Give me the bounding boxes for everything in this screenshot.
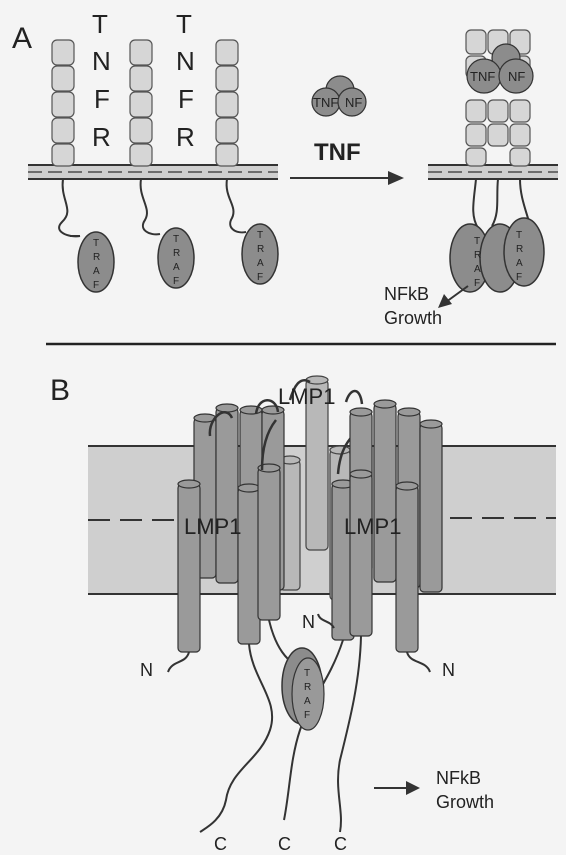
panel-b: B xyxy=(50,374,556,854)
traf-adapter: T R A F xyxy=(158,228,194,288)
c-terminus-label: C xyxy=(214,834,227,854)
svg-text:TNF: TNF xyxy=(313,95,338,110)
svg-text:R: R xyxy=(93,252,100,263)
svg-text:F: F xyxy=(93,280,99,291)
panel-b-label: B xyxy=(50,374,70,407)
output-nfkb: NFkB xyxy=(436,768,481,788)
svg-text:A: A xyxy=(257,258,264,269)
panel-a: A xyxy=(12,9,558,328)
activation-arrow xyxy=(290,171,404,185)
svg-text:F: F xyxy=(474,278,480,289)
membrane-right xyxy=(428,165,558,179)
svg-text:A: A xyxy=(304,696,311,707)
svg-text:R: R xyxy=(92,122,111,152)
svg-text:R: R xyxy=(516,244,523,255)
svg-text:T: T xyxy=(516,230,522,241)
svg-text:A: A xyxy=(93,266,100,277)
svg-text:R: R xyxy=(173,248,180,259)
membrane-left xyxy=(28,165,278,179)
svg-text:R: R xyxy=(176,122,195,152)
svg-text:F: F xyxy=(304,710,310,721)
svg-text:T: T xyxy=(176,9,192,39)
svg-text:T: T xyxy=(92,9,108,39)
output-arrow xyxy=(438,286,468,308)
c-terminus-label: C xyxy=(278,834,291,854)
bound-traf-trimer: T R A F T R A F xyxy=(450,218,544,292)
svg-text:F: F xyxy=(516,272,522,283)
tnf-receptor xyxy=(52,40,80,236)
svg-text:R: R xyxy=(304,682,311,693)
lmp1-label-left: LMP1 xyxy=(184,514,241,539)
svg-text:T: T xyxy=(93,238,99,249)
tnfr-label: T N F R xyxy=(92,9,111,152)
svg-text:R: R xyxy=(474,250,481,261)
svg-text:A: A xyxy=(173,262,180,273)
svg-text:T: T xyxy=(257,230,263,241)
svg-text:T: T xyxy=(304,668,310,679)
svg-text:TNF: TNF xyxy=(470,69,495,84)
traf-adapter: T R A F xyxy=(242,224,278,284)
svg-text:T: T xyxy=(474,236,480,247)
tnf-trimer: TNF NF xyxy=(312,76,366,116)
svg-text:T: T xyxy=(173,234,179,245)
traf-adapter: T R A F xyxy=(282,648,324,730)
c-terminus-tails xyxy=(200,620,361,832)
panel-a-label: A xyxy=(12,22,32,55)
svg-text:A: A xyxy=(516,258,523,269)
svg-text:NF: NF xyxy=(345,95,362,110)
tnf-receptor xyxy=(130,40,160,234)
output-nfkb: NFkB xyxy=(384,284,429,304)
lmp1-label-top: LMP1 xyxy=(278,384,335,409)
tnf-receptor xyxy=(216,40,246,232)
svg-text:F: F xyxy=(94,84,110,114)
output-growth: Growth xyxy=(384,308,442,328)
n-terminus-label: N xyxy=(442,660,455,680)
svg-text:F: F xyxy=(173,276,179,287)
svg-text:F: F xyxy=(257,272,263,283)
tnfr-label: T N F R xyxy=(176,9,195,152)
svg-text:NF: NF xyxy=(508,69,525,84)
svg-text:A: A xyxy=(474,264,481,275)
output-growth: Growth xyxy=(436,792,494,812)
svg-text:R: R xyxy=(257,244,264,255)
n-terminus-label: N xyxy=(302,612,315,632)
traf-adapter: T R A F xyxy=(78,232,114,292)
svg-text:N: N xyxy=(176,46,195,76)
ligand-label: TNF xyxy=(314,139,361,166)
svg-text:N: N xyxy=(92,46,111,76)
output-arrow xyxy=(374,781,420,795)
n-terminus-label: N xyxy=(140,660,153,680)
svg-text:F: F xyxy=(178,84,194,114)
c-terminus-label: C xyxy=(334,834,347,854)
lmp1-label-right: LMP1 xyxy=(344,514,401,539)
